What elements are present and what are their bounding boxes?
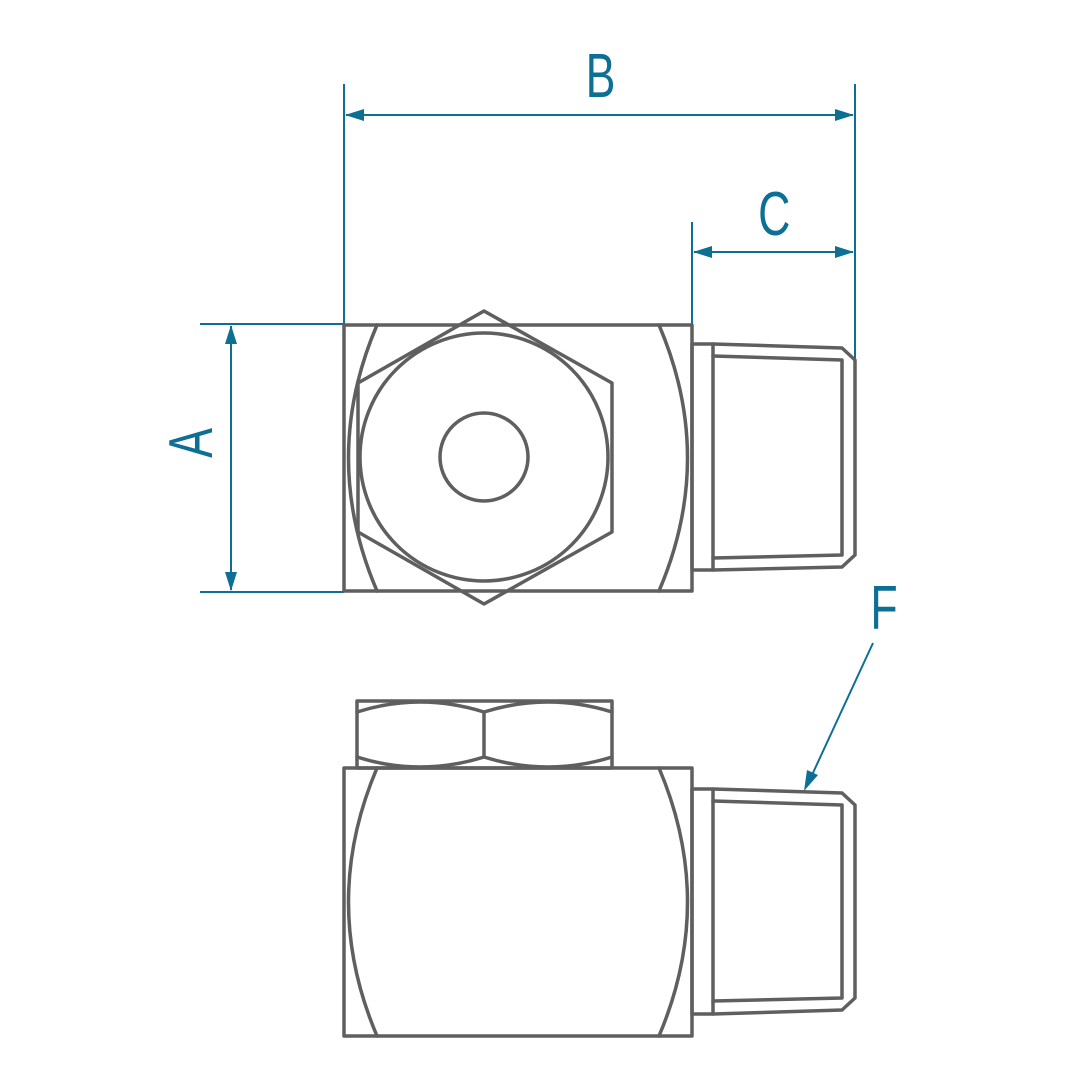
bore-circle <box>438 411 530 503</box>
arrowhead-up-icon <box>225 325 237 344</box>
thread-side-inner-outline <box>711 799 844 1003</box>
arrowhead-right-icon <box>835 246 854 258</box>
top-view <box>342 309 857 606</box>
hex-nut-bottom-chamfer <box>355 755 614 769</box>
body-right-arc <box>657 323 690 593</box>
spigot-shoulder <box>690 342 715 572</box>
dimension-a <box>200 323 344 593</box>
dimension-b <box>343 84 856 390</box>
hex-nut-top-chamfer <box>355 700 614 714</box>
arrowhead-down-icon <box>225 572 237 591</box>
body-side-right-arc <box>657 766 690 1038</box>
leader-line-f <box>811 642 874 776</box>
body-side-outline <box>342 766 694 1038</box>
side-view <box>342 699 857 1038</box>
thread-side-outline <box>711 787 857 1016</box>
hex-nut-face-circle <box>358 331 610 583</box>
arrowhead-left-icon <box>693 246 712 258</box>
body-left-arc <box>346 323 379 593</box>
dimension-label-f: F <box>870 574 898 643</box>
dimension-label-c: C <box>758 180 791 249</box>
leader-arrowhead-icon <box>804 770 818 791</box>
dimension-label-a: A <box>157 428 226 458</box>
thread-outline <box>711 342 857 572</box>
thread-inner-outline <box>711 354 844 560</box>
arrowhead-left-icon <box>345 109 364 121</box>
leader-f <box>804 642 874 791</box>
dimension-c <box>691 222 854 325</box>
spigot-side-shoulder <box>690 787 715 1016</box>
body-side-left-arc <box>346 766 379 1038</box>
hex-nut-outline <box>356 309 614 606</box>
dimension-label-b: B <box>585 42 616 111</box>
arrowhead-right-icon <box>835 109 854 121</box>
body-outline <box>342 323 694 593</box>
